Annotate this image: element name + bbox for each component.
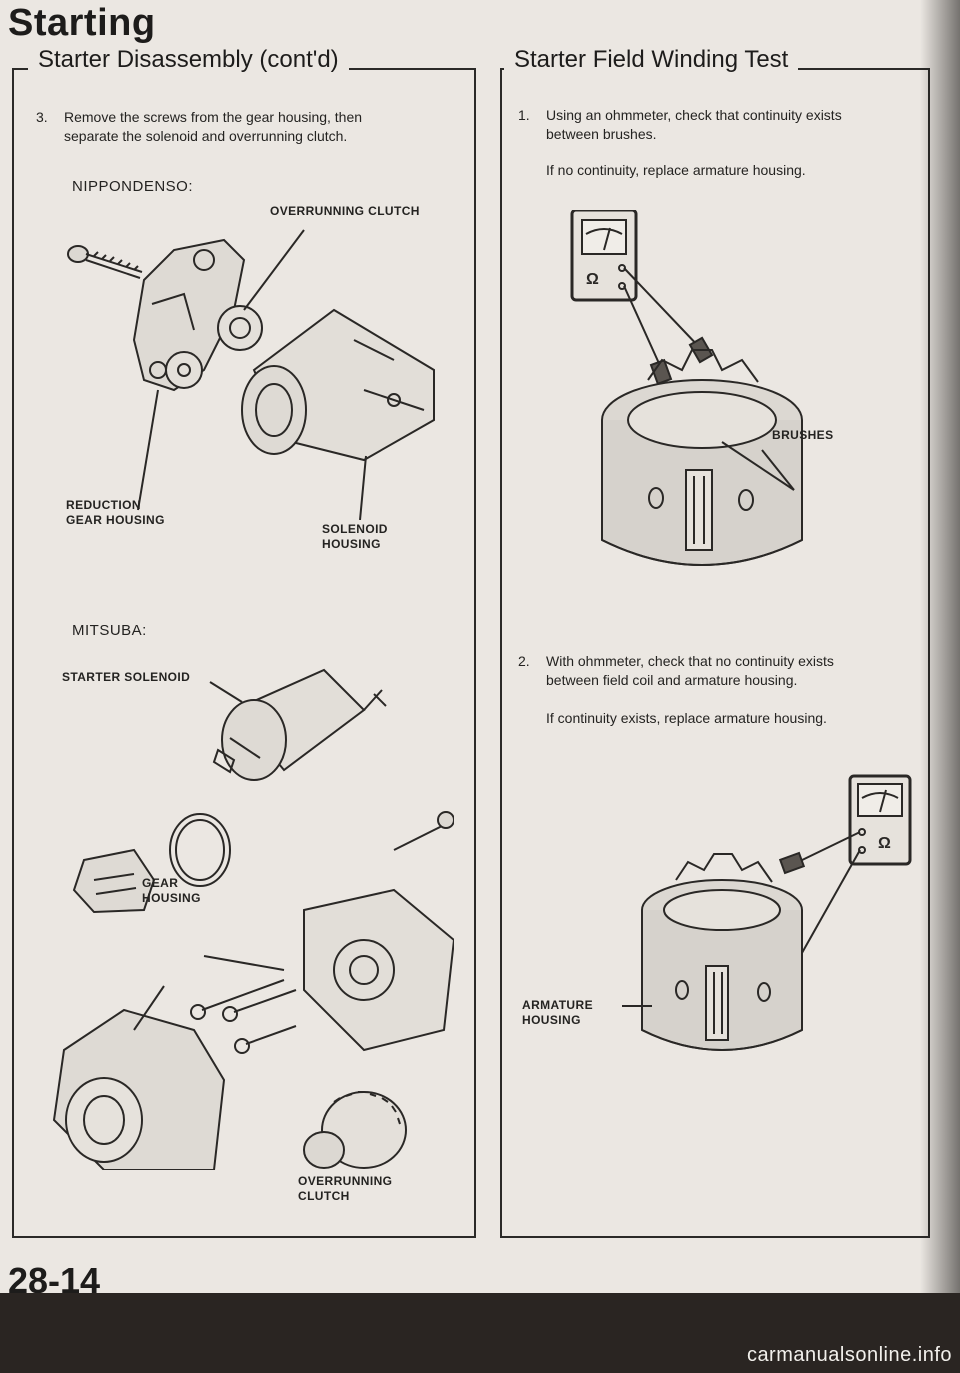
nippondenso-heading: NIPPONDENSO: [72, 178, 194, 195]
step-number: 2. [518, 653, 530, 669]
step-text-line2: separate the solenoid and overrunning cl… [64, 128, 348, 144]
callout-line: GEAR [142, 876, 179, 890]
ohm-symbol: Ω [586, 271, 599, 288]
starter-disassembly-panel: Starter Disassembly (cont'd) 3. Remove t… [12, 46, 476, 1238]
step-text-line1: Remove the screws from the gear housing,… [64, 109, 363, 125]
field-winding-test-panel: Starter Field Winding Test 1. Using an o… [500, 46, 930, 1238]
callout-overrunning-clutch-mitsuba: OVERRUNNING CLUTCH [298, 1174, 392, 1204]
section-title: Starting [8, 2, 156, 44]
callout-gear-housing: GEAR HOUSING [142, 876, 201, 906]
step-text-line2: between field coil and armature housing. [546, 672, 798, 688]
panel-title-field-winding: Starter Field Winding Test [504, 46, 799, 74]
callout-starter-solenoid: STARTER SOLENOID [62, 670, 191, 684]
callout-line: GEAR HOUSING [66, 513, 165, 527]
callout-brushes: BRUSHES [772, 428, 834, 442]
step-1-note: If no continuity, replace armature housi… [546, 162, 806, 178]
callout-line: ARMATURE [522, 998, 593, 1012]
callout-line: CLUTCH [298, 1189, 350, 1203]
watermark: carmanualsonline.info [746, 1344, 952, 1366]
ohm-symbol: Ω [878, 835, 891, 852]
nippondenso-exploded-illustration [67, 229, 435, 520]
callout-line: HOUSING [142, 891, 201, 905]
panel-title-disassembly: Starter Disassembly (cont'd) [28, 46, 349, 74]
callout-reduction-gear-housing: REDUCTION GEAR HOUSING [66, 498, 165, 528]
binding-shadow [0, 1293, 960, 1373]
step-2-note: If continuity exists, replace armature h… [546, 710, 827, 726]
step-number: 1. [518, 107, 530, 123]
mitsuba-heading: MITSUBA: [72, 622, 147, 639]
step-text-line1: Using an ohmmeter, check that continuity… [546, 107, 842, 123]
callout-line: SOLENOID [322, 522, 388, 536]
callout-armature-housing: ARMATURE HOUSING [522, 998, 593, 1028]
brush-continuity-illustration: Ω [570, 210, 803, 566]
callout-line: OVERRUNNING [298, 1174, 393, 1188]
callout-overrunning-clutch: OVERRUNNING CLUTCH [270, 204, 420, 218]
step-number: 3. [36, 109, 48, 125]
field-coil-ground-illustration: Ω [622, 774, 912, 1051]
step-text-line1: With ohmmeter, check that no continuity … [546, 653, 834, 669]
callout-solenoid-housing: SOLENOID HOUSING [322, 522, 388, 552]
page-edge-shadow [920, 0, 960, 1373]
step-text-line2: between brushes. [546, 126, 657, 142]
callout-line: REDUCTION [66, 498, 141, 512]
callout-line: HOUSING [522, 1013, 581, 1027]
callout-line: HOUSING [322, 537, 381, 551]
mitsuba-exploded-illustration [52, 668, 454, 1170]
